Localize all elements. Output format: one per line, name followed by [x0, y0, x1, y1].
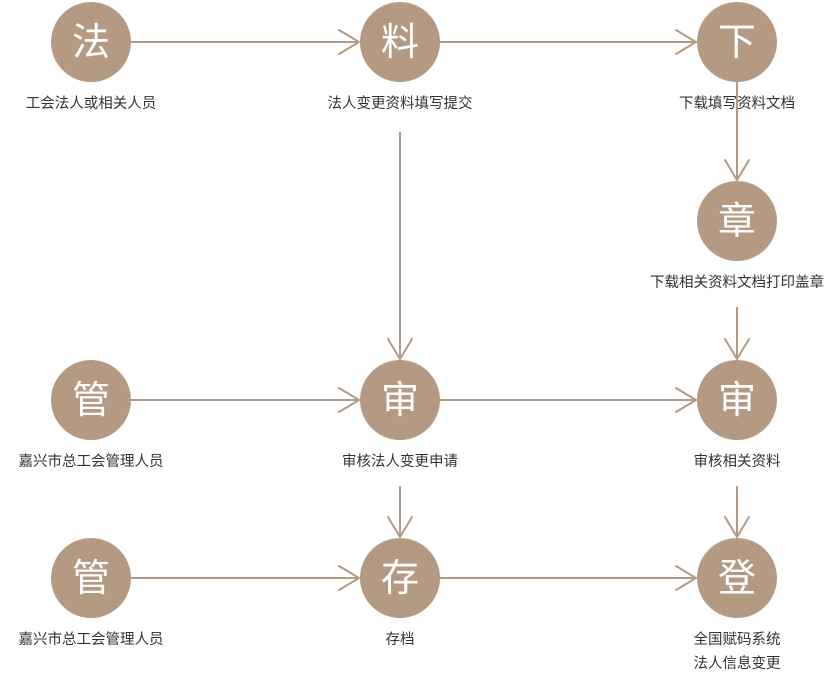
node-caption: 法人变更资料填写提交: [328, 94, 473, 112]
node-glyph: 管: [72, 556, 110, 600]
node-glyph: 章: [718, 199, 756, 243]
node-caption: 全国赋码系统: [694, 630, 781, 648]
node-caption: 审核法人变更申请: [342, 453, 458, 470]
arrow-head-icon: [387, 338, 413, 360]
node-caption: 审核相关资料: [694, 453, 781, 470]
node-caption: 嘉兴市总工会管理人员: [19, 631, 164, 648]
node-circle: [360, 538, 440, 618]
connector-shen1-to-cun: [387, 486, 413, 538]
arrow-head-icon: [724, 159, 750, 181]
node-caption: 存档: [386, 631, 415, 648]
arrow-head-icon: [338, 565, 360, 591]
node-glyph: 存: [381, 556, 419, 600]
arrow-head-icon: [724, 516, 750, 538]
node-cun: 存存档: [360, 538, 440, 648]
connector-shen1-to-shen2: [440, 387, 697, 413]
node-circle: [697, 538, 777, 618]
node-circle: [51, 360, 131, 440]
node-caption: 嘉兴市总工会管理人员: [19, 453, 164, 470]
node-caption: 下载填写资料文档: [679, 95, 795, 112]
connector-guan2-to-cun: [131, 565, 360, 591]
arrow-head-icon: [338, 387, 360, 413]
node-caption: 工会法人或相关人员: [26, 95, 157, 112]
node-circle: [360, 2, 440, 82]
connector-xia-to-zhang: [724, 82, 750, 181]
node-caption: 法人信息变更: [694, 655, 781, 672]
node-glyph: 法: [72, 20, 110, 64]
arrow-head-icon: [338, 29, 360, 55]
arrow-head-icon: [675, 565, 697, 591]
connector-liao-to-shen1: [387, 132, 413, 360]
node-circle: [51, 2, 131, 82]
connector-fa-to-liao: [131, 29, 360, 55]
connector-zhang-to-shen2: [724, 307, 750, 360]
arrow-head-icon: [724, 338, 750, 360]
connector-liao-to-xia: [440, 29, 697, 55]
connector-shen2-to-deng: [724, 486, 750, 538]
arrow-head-icon: [675, 29, 697, 55]
node-glyph: 管: [72, 378, 110, 422]
node-circle: [697, 2, 777, 82]
node-glyph: 审: [381, 378, 419, 422]
connector-guan1-to-shen1: [131, 387, 360, 413]
connector-layer: [131, 29, 750, 591]
node-circle: [697, 360, 777, 440]
node-glyph: 登: [718, 556, 756, 600]
node-circle: [697, 181, 777, 261]
node-glyph: 审: [718, 378, 756, 422]
node-glyph: 料: [381, 20, 419, 64]
node-glyph: 下: [718, 20, 756, 64]
node-circle: [51, 538, 131, 618]
arrow-head-icon: [387, 516, 413, 538]
node-circle: [360, 360, 440, 440]
node-caption: 下载相关资料文档打印盖章: [650, 273, 824, 291]
connector-cun-to-deng: [440, 565, 697, 591]
arrow-head-icon: [675, 387, 697, 413]
